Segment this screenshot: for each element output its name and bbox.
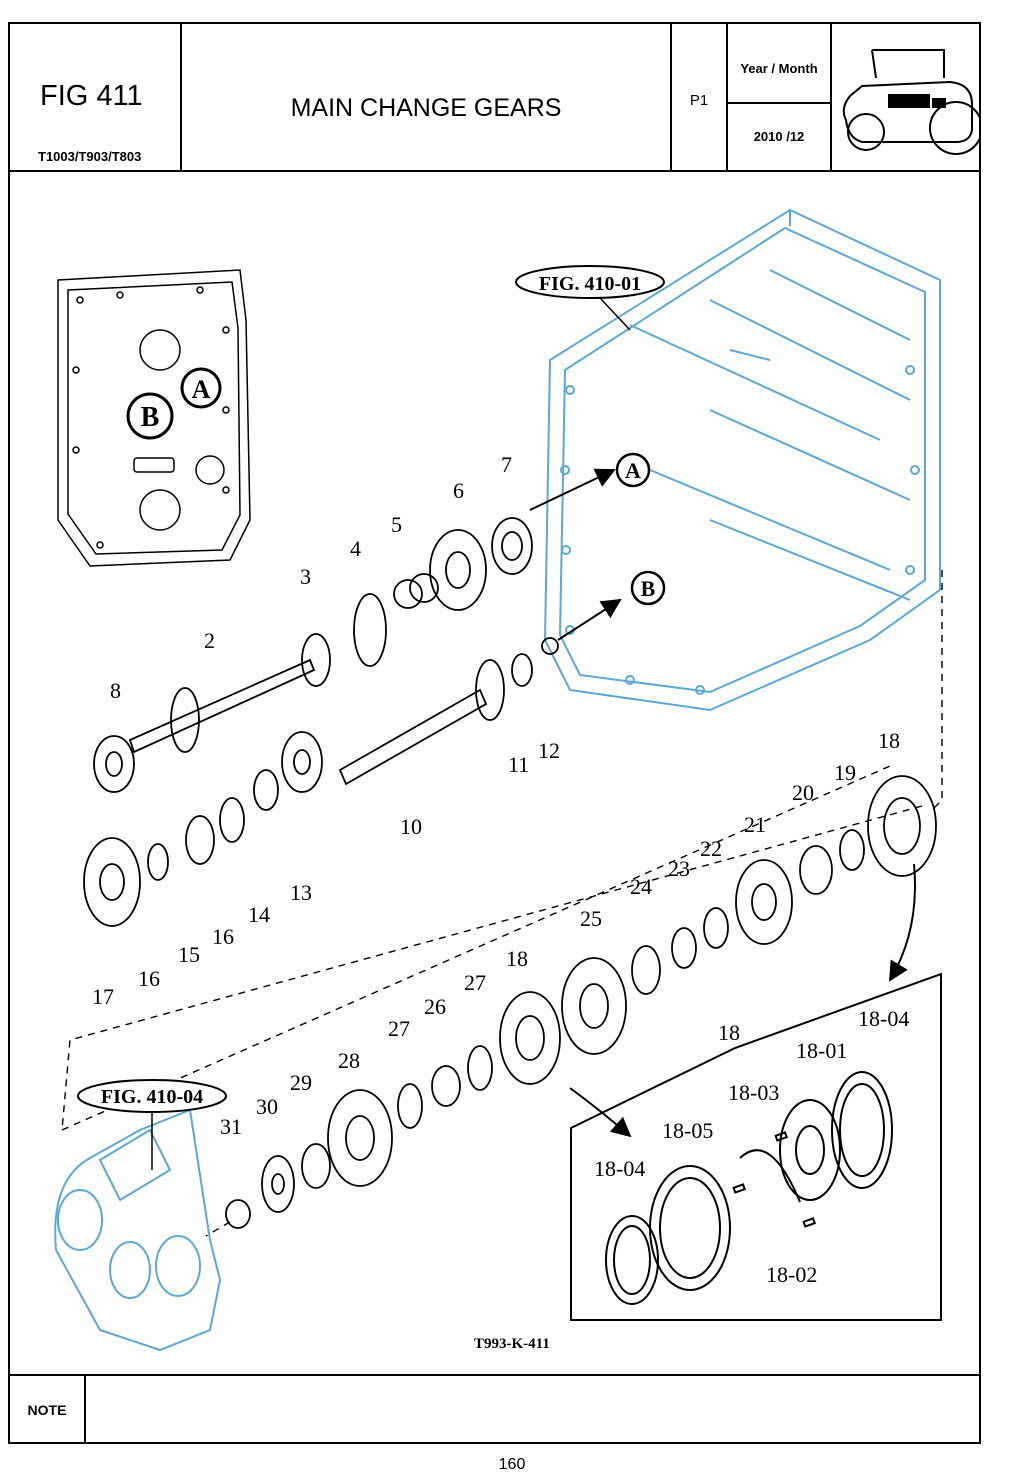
part-label: 14 (248, 902, 270, 927)
page-code: P1 (689, 92, 709, 109)
part-label: 18-02 (766, 1262, 817, 1287)
part-label: 7 (501, 452, 512, 477)
part-label: 18 (718, 1020, 740, 1045)
part-label: 18-04 (594, 1156, 645, 1181)
drawing-code: T993-K-411 (474, 1336, 550, 1352)
cover-marker-a: A (180, 367, 222, 409)
part-label: 12 (538, 738, 560, 763)
part-label: 18-05 (662, 1118, 713, 1143)
rear-housing (54, 1108, 222, 1352)
page-title: MAIN CHANGE GEARS (290, 94, 562, 122)
part-label: 18 (878, 728, 900, 753)
part-label: 24 (630, 874, 652, 899)
exploded-diagram: A B FIG. 410-01 A B (54, 208, 943, 1352)
part-label: 3 (300, 564, 311, 589)
ref-fig-410-04: FIG. 410-04 (77, 1079, 227, 1170)
part-label: 15 (178, 942, 200, 967)
svg-text:B: B (141, 402, 160, 433)
header: FIG 411 T1003/T903/T803 MAIN CHANGE GEAR… (10, 24, 983, 172)
part-label: 22 (700, 836, 722, 861)
part-label: 18-01 (796, 1038, 847, 1063)
part-label: 29 (290, 1070, 312, 1095)
part-label: 4 (350, 536, 361, 561)
page-number: 160 (498, 1456, 526, 1473)
part-label: 20 (792, 780, 814, 805)
part-label: 17 (92, 984, 114, 1009)
part-label: 31 (220, 1114, 242, 1139)
svg-text:FIG. 410-01: FIG. 410-01 (539, 273, 641, 295)
year-month-cell: Year / Month 2010 /12 (728, 24, 832, 170)
marker-b-icon (630, 570, 666, 606)
part-label: 10 (400, 814, 422, 839)
part-label: 8 (110, 678, 121, 703)
tractor-icon (842, 49, 983, 155)
part-label: 2 (204, 628, 215, 653)
part-label: 19 (834, 760, 856, 785)
note-row: NOTE (10, 1374, 979, 1444)
ref-fig-410-01: FIG. 410-01 (515, 265, 665, 331)
marker-a-label: A (625, 458, 641, 483)
part-label: 16 (138, 966, 160, 991)
lower-shaft-assembly (83, 637, 559, 927)
part-labels: 2 3 4 5 6 7 8 10 11 12 13 14 15 16 16 17… (92, 452, 909, 1352)
year-month-value: 2010 /12 (753, 129, 805, 144)
part-label: 18-04 (858, 1006, 909, 1031)
svg-text:A: A (192, 375, 211, 404)
part-label: 6 (453, 478, 464, 503)
part-label: 5 (391, 512, 402, 537)
logo-cell (832, 24, 983, 170)
page-code-cell: P1 (672, 24, 728, 170)
part-label: 23 (668, 856, 690, 881)
counter-shaft-assembly (225, 775, 937, 1229)
title-cell: MAIN CHANGE GEARS (182, 24, 672, 170)
part-label: 25 (580, 906, 602, 931)
marker-b-label: B (641, 576, 656, 601)
fig-code: FIG 411 (40, 80, 143, 112)
upper-shaft-assembly (93, 517, 533, 793)
page-frame: FIG 411 T1003/T903/T803 MAIN CHANGE GEAR… (8, 22, 983, 1444)
part-label: 30 (256, 1094, 278, 1119)
part-label: 28 (338, 1048, 360, 1073)
transmission-housing (543, 208, 941, 712)
synchronizer-detail-box (570, 972, 942, 1321)
svg-text:FIG. 410-04: FIG. 410-04 (101, 1086, 203, 1108)
part-label: 27 (464, 970, 486, 995)
part-label: 21 (744, 812, 766, 837)
part-label: 18 (506, 946, 528, 971)
part-label: 18-03 (728, 1080, 779, 1105)
fig-cell: FIG 411 T1003/T903/T803 (10, 24, 182, 170)
part-label: 26 (424, 994, 446, 1019)
marker-a-icon (615, 452, 651, 488)
part-label: 27 (388, 1016, 410, 1041)
note-label: NOTE (10, 1376, 86, 1444)
models: T1003/T903/T803 (38, 149, 142, 164)
part-label: 16 (212, 924, 234, 949)
part-label: 13 (290, 880, 312, 905)
exploded-view: A B FIG. 410-01 A B (10, 170, 979, 1374)
year-month-label: Year / Month (740, 61, 818, 76)
cover-marker-b: B (126, 392, 174, 440)
part-label: 11 (508, 752, 529, 777)
front-cover (57, 269, 251, 567)
